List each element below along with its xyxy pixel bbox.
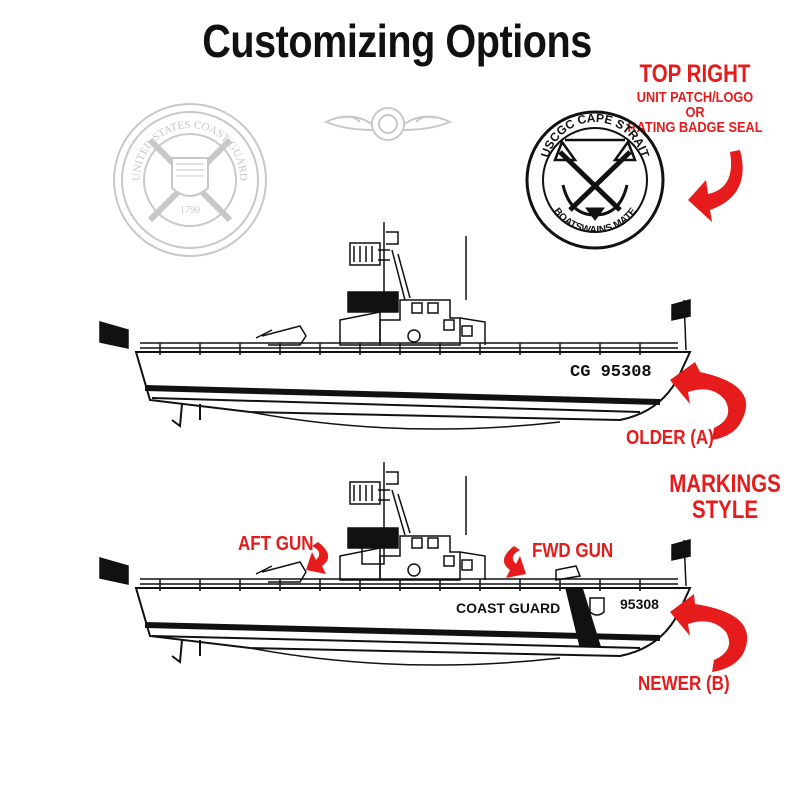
newer-hull-text: COAST GUARD bbox=[456, 600, 560, 616]
rating-badge-text: RATING BADGE SEAL bbox=[627, 119, 763, 136]
svg-text:USCGC CAPE STRAIT: USCGC CAPE STRAIT bbox=[538, 111, 652, 160]
ship-older bbox=[99, 222, 692, 430]
markings-style-label: MARKINGS STYLE bbox=[655, 471, 794, 524]
arrow-to-patch-icon bbox=[688, 150, 743, 222]
style-text: STYLE bbox=[691, 496, 759, 525]
newer-hull-number: 95308 bbox=[620, 596, 659, 612]
older-hull-number: CG 95308 bbox=[570, 363, 652, 382]
seal-year: 1790 bbox=[180, 205, 200, 216]
coast-guard-seal: UNITED STATES COAST GUARD 1790 bbox=[113, 103, 267, 257]
page-title: Customizing Options bbox=[202, 15, 592, 67]
aft-gun-label: AFT GUN bbox=[238, 533, 314, 555]
top-right-heading: TOP RIGHT bbox=[639, 60, 751, 88]
arrow-fwd-gun-icon bbox=[503, 546, 526, 578]
fwd-gun-label: FWD GUN bbox=[532, 540, 614, 562]
patch-top-text: USCGC CAPE STRAIT bbox=[538, 111, 652, 160]
unit-patch-text: UNIT PATCH/LOGO bbox=[636, 89, 754, 106]
or-text: OR bbox=[685, 104, 705, 121]
markings-text: MARKINGS bbox=[669, 470, 781, 498]
arrow-aft-gun-icon bbox=[306, 542, 329, 574]
top-right-option-label: TOP RIGHT UNIT PATCH/LOGO OR RATING BADG… bbox=[600, 60, 790, 136]
older-label: OLDER (A) bbox=[626, 427, 714, 449]
arrow-to-older-icon bbox=[670, 362, 747, 440]
unit-patch: USCGC CAPE STRAIT BOATSWAINS MATE bbox=[525, 110, 665, 250]
cutter-badge-emblem bbox=[323, 107, 453, 141]
arrow-to-newer-icon bbox=[670, 594, 748, 672]
newer-label: NEWER (B) bbox=[638, 673, 730, 695]
ship-newer bbox=[99, 462, 692, 666]
